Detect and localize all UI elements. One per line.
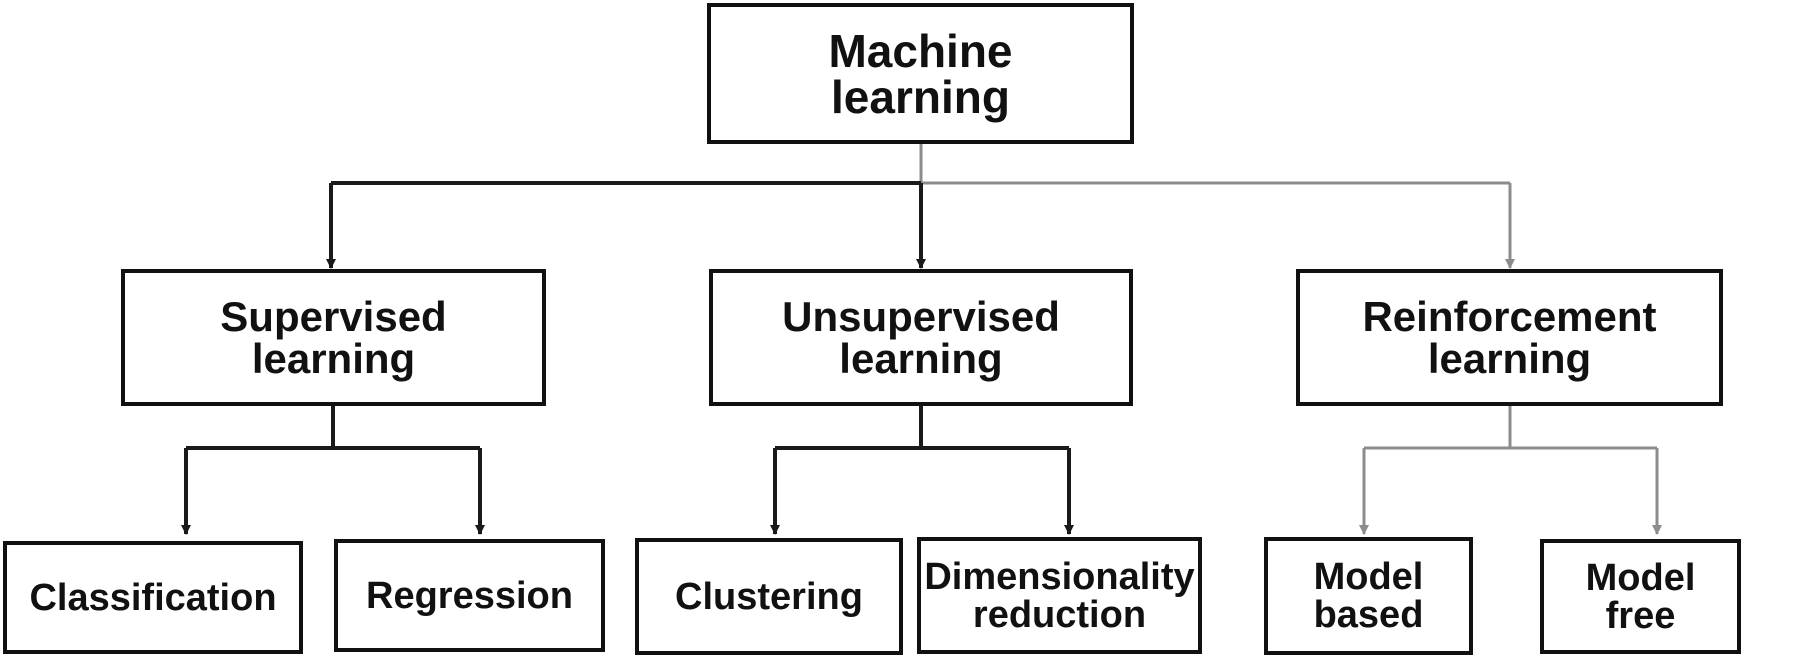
node-label-line2: learning <box>831 70 1010 123</box>
node-label-line2: free <box>1605 594 1676 637</box>
node-label-line2: learning <box>251 334 416 382</box>
node-reinforcement-learning[interactable]: Reinforcement learning <box>1296 269 1723 406</box>
node-model-based[interactable]: Model based <box>1264 537 1473 655</box>
node-label-line1: Regression <box>366 574 573 617</box>
node-model-free[interactable]: Model free <box>1540 539 1741 654</box>
node-unsupervised-learning[interactable]: Unsupervised learning <box>709 269 1133 406</box>
node-label-line2: learning <box>839 334 1003 382</box>
node-label-line1: Unsupervised <box>782 292 1060 340</box>
node-label-line1: Clustering <box>675 575 863 618</box>
node-label-line1: Model <box>1313 556 1424 598</box>
node-label-line2: reduction <box>972 593 1147 636</box>
node-label-line1: Dimensionality <box>924 555 1195 598</box>
node-classification[interactable]: Classification <box>3 541 303 654</box>
node-label-line1: Reinforcement <box>1362 292 1657 340</box>
node-supervised-learning[interactable]: Supervised learning <box>121 269 546 406</box>
node-label-line1: Classification <box>29 576 277 619</box>
node-regression[interactable]: Regression <box>334 539 605 652</box>
node-clustering[interactable]: Clustering <box>635 538 903 655</box>
node-dimensionality-reduction[interactable]: Dimensionality reduction <box>917 537 1202 654</box>
node-label-line2: learning <box>1427 334 1592 382</box>
node-label-line1: Model <box>1585 556 1696 599</box>
node-label-line2: based <box>1313 594 1424 636</box>
node-label-line1: Supervised <box>220 292 447 340</box>
node-machine-learning[interactable]: Machine learning <box>707 3 1134 144</box>
node-label-line1: Machine <box>828 24 1013 77</box>
